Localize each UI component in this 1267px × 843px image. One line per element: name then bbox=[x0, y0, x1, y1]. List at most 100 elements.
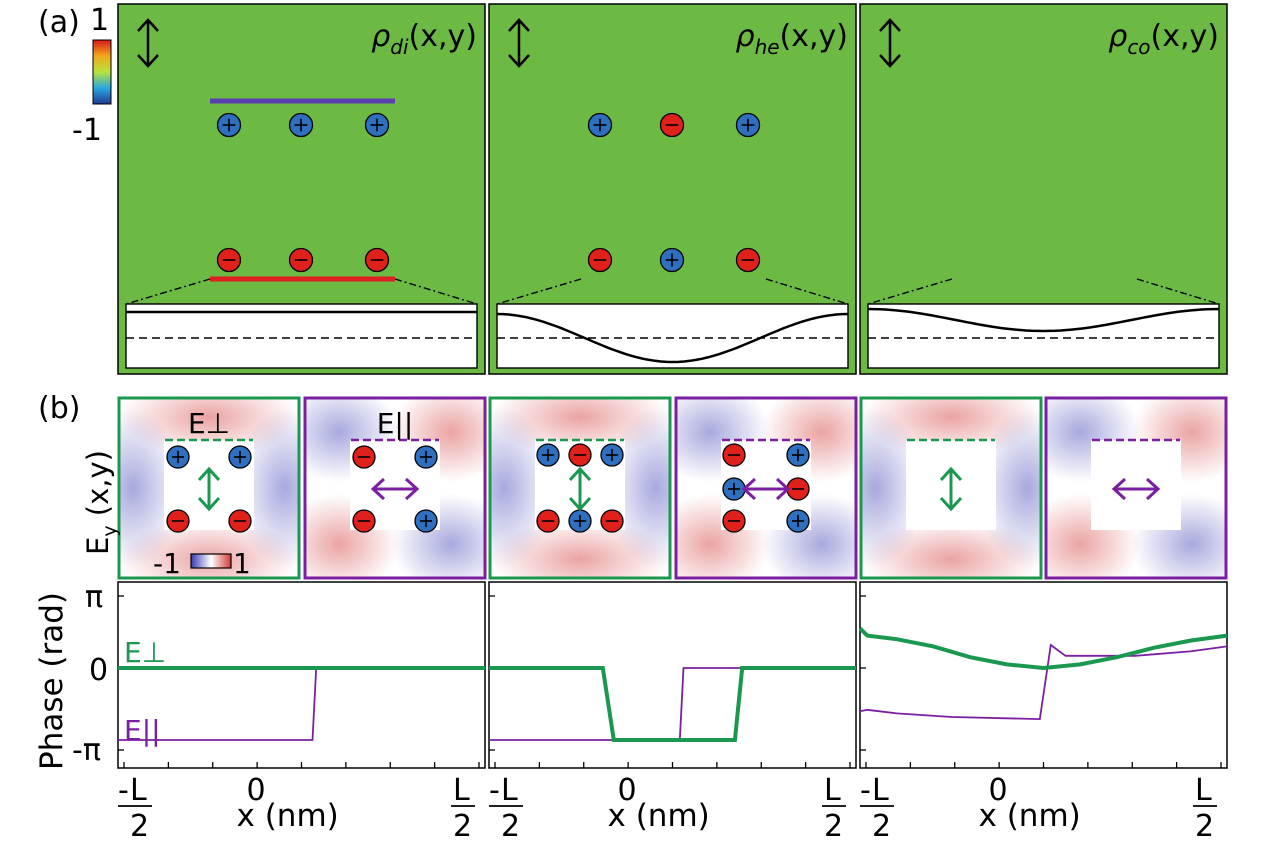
field-arrow-head-bottom bbox=[197, 496, 221, 512]
ey-label-main: E bbox=[81, 537, 115, 555]
charge bbox=[600, 443, 624, 467]
tick-neg-L: L bbox=[872, 773, 889, 808]
field-map-3 bbox=[488, 396, 672, 580]
density-subscript: he bbox=[755, 35, 780, 59]
tick-neg-L: L bbox=[130, 773, 147, 808]
phase-curve-par bbox=[859, 643, 1228, 721]
field-arrow bbox=[939, 466, 963, 512]
charge bbox=[786, 477, 810, 501]
bottom-charge bbox=[735, 247, 761, 273]
bottom-charge bbox=[587, 247, 613, 273]
field-map-frame bbox=[303, 396, 487, 580]
tick-pos-two: 2 bbox=[453, 809, 472, 843]
field-map-1: E⊥ bbox=[117, 396, 301, 580]
field-map-content bbox=[489, 397, 671, 579]
panel-a-1: ρdi(x,y) bbox=[117, 3, 486, 375]
top-charge bbox=[587, 112, 613, 138]
x-axis-title: x (nm) bbox=[237, 798, 339, 834]
field-arrow-head-top bbox=[568, 466, 592, 482]
top-charge bbox=[364, 112, 390, 138]
tick-pos-two: 2 bbox=[1195, 809, 1214, 843]
density-args: (x,y) bbox=[780, 19, 848, 54]
field-map-2: E|| bbox=[303, 396, 487, 580]
phase-ylabel-text: Phase (rad) bbox=[34, 592, 70, 770]
phase-plot-frame bbox=[859, 581, 1228, 769]
density-symbol: ρ bbox=[371, 19, 390, 54]
charge bbox=[600, 509, 624, 533]
density-args: (x,y) bbox=[409, 19, 477, 54]
polarization-arrow-head-top bbox=[137, 18, 159, 32]
tick-pos-L: L bbox=[453, 773, 470, 808]
charge-tr bbox=[228, 445, 252, 469]
zoom-line-right bbox=[765, 278, 849, 305]
field-map-frame bbox=[859, 396, 1043, 580]
panel-label-a: (a) bbox=[38, 5, 80, 40]
panel-a-3: ρco(x,y) bbox=[859, 3, 1228, 375]
field-arrow-head-top bbox=[197, 466, 221, 482]
charge-br bbox=[414, 509, 438, 533]
zoom-line-right bbox=[1136, 278, 1220, 305]
polarization-arrow-head-bottom bbox=[508, 54, 530, 68]
field-arrow-head-top bbox=[939, 466, 963, 482]
charge-bl bbox=[166, 509, 190, 533]
top-charge bbox=[288, 112, 314, 138]
phase-curve-perp bbox=[489, 666, 856, 742]
charge bbox=[568, 509, 592, 533]
charge bbox=[722, 443, 746, 467]
charge bbox=[536, 509, 560, 533]
colorbar-a-max: 1 bbox=[90, 3, 109, 38]
ey-label: Ey (x,y) bbox=[81, 450, 121, 555]
phase-label-perp: E⊥ bbox=[124, 636, 166, 669]
tick-neg-two: 2 bbox=[872, 809, 891, 843]
field-label-perp: E⊥ bbox=[188, 407, 230, 440]
polarization-arrow-head-top bbox=[508, 18, 530, 32]
colorbar-b-min: -1 bbox=[153, 547, 181, 580]
colorbar-b bbox=[190, 553, 232, 569]
tick-pos-L: L bbox=[824, 773, 841, 808]
colorbar-a-min: -1 bbox=[72, 113, 102, 148]
bottom-charge bbox=[216, 247, 242, 273]
tick-pos-L: L bbox=[1195, 773, 1212, 808]
inset-box bbox=[496, 303, 849, 369]
field-map-frame bbox=[488, 396, 672, 580]
tick-neg-sign: - bbox=[489, 773, 500, 808]
colorbar-b-group: -1 1 bbox=[153, 547, 251, 580]
polarization-arrow-head-top bbox=[879, 18, 901, 32]
inset-profile bbox=[496, 312, 849, 364]
field-arrow-head-right bbox=[1145, 477, 1161, 501]
panels-b: E⊥ E|| bbox=[117, 396, 1228, 580]
charge-tr bbox=[414, 445, 438, 469]
phase-tick-pi: π bbox=[85, 580, 103, 615]
field-label-par: E|| bbox=[377, 407, 414, 440]
phase-curve-perp bbox=[858, 626, 1228, 671]
phase-tick-zero: 0 bbox=[89, 653, 108, 688]
field-arrow-head-left bbox=[370, 477, 386, 501]
polarization-arrow bbox=[879, 18, 901, 68]
field-arrow bbox=[568, 466, 592, 512]
phase-plot-frame bbox=[117, 581, 486, 769]
charge-bl bbox=[352, 509, 376, 533]
tick-zero: 0 bbox=[989, 773, 1008, 808]
charge-tl bbox=[166, 445, 190, 469]
field-map-frame bbox=[674, 396, 858, 580]
top-charge bbox=[659, 112, 685, 138]
tick-neg-two: 2 bbox=[501, 809, 520, 843]
phase-plots: E⊥E|| bbox=[117, 581, 1228, 769]
particle-region bbox=[1091, 440, 1181, 530]
tick-neg-L: L bbox=[501, 773, 518, 808]
density-subscript: di bbox=[390, 35, 409, 59]
field-map-frame bbox=[1044, 396, 1228, 580]
field-map-6 bbox=[1044, 396, 1228, 580]
zoom-line-right bbox=[394, 278, 478, 305]
phase-plot-2 bbox=[488, 581, 857, 769]
charge bbox=[568, 443, 592, 467]
field-arrow bbox=[370, 477, 420, 501]
polarization-arrow bbox=[137, 18, 159, 68]
ey-label-args: (x,y) bbox=[81, 450, 115, 525]
density-symbol: ρ bbox=[736, 19, 755, 54]
tick-pos-two: 2 bbox=[824, 809, 843, 843]
ey-label-sub: y bbox=[99, 525, 121, 536]
